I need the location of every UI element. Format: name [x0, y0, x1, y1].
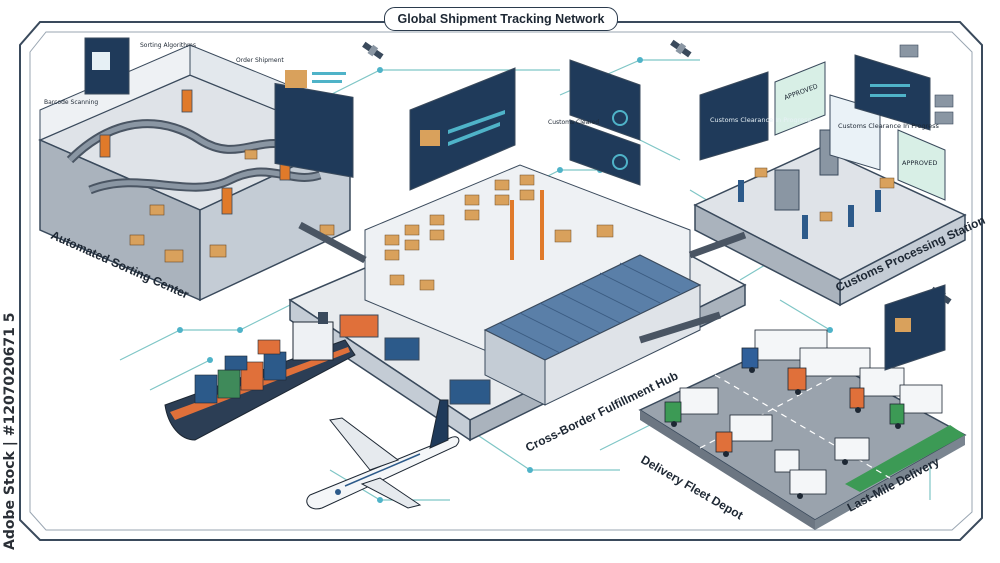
satellite-icon [362, 41, 384, 60]
approved-stamp-2: APPROVED [902, 159, 937, 167]
stock-watermark: Adobe Stock | #1207020671 5 [2, 312, 18, 551]
fulfillment-hub [288, 164, 747, 442]
clearance-label-2: Customs Clearance In Progress [838, 122, 940, 130]
barcode-label: Barcode Scanning [44, 99, 98, 106]
clearance-label-1: Customs Clearance In Progress [710, 116, 812, 124]
sorting-center [38, 44, 352, 302]
page-title: Global Shipment Tracking Network [384, 7, 618, 31]
cargo-ship [164, 312, 356, 441]
customs-cleared-label: Customs Cleared [548, 119, 599, 126]
algorithms-label: Sorting Algorithms [140, 42, 196, 49]
outer-frame [19, 21, 983, 541]
inner-frame [29, 31, 973, 531]
sorting-screens [84, 37, 354, 178]
customs-station [693, 44, 967, 307]
fleet-depot [638, 284, 967, 530]
central-screens [409, 59, 641, 191]
order-label: Order Shipment [236, 57, 284, 64]
satellite-icon-2 [670, 39, 692, 58]
cargo-airplane [306, 399, 460, 510]
